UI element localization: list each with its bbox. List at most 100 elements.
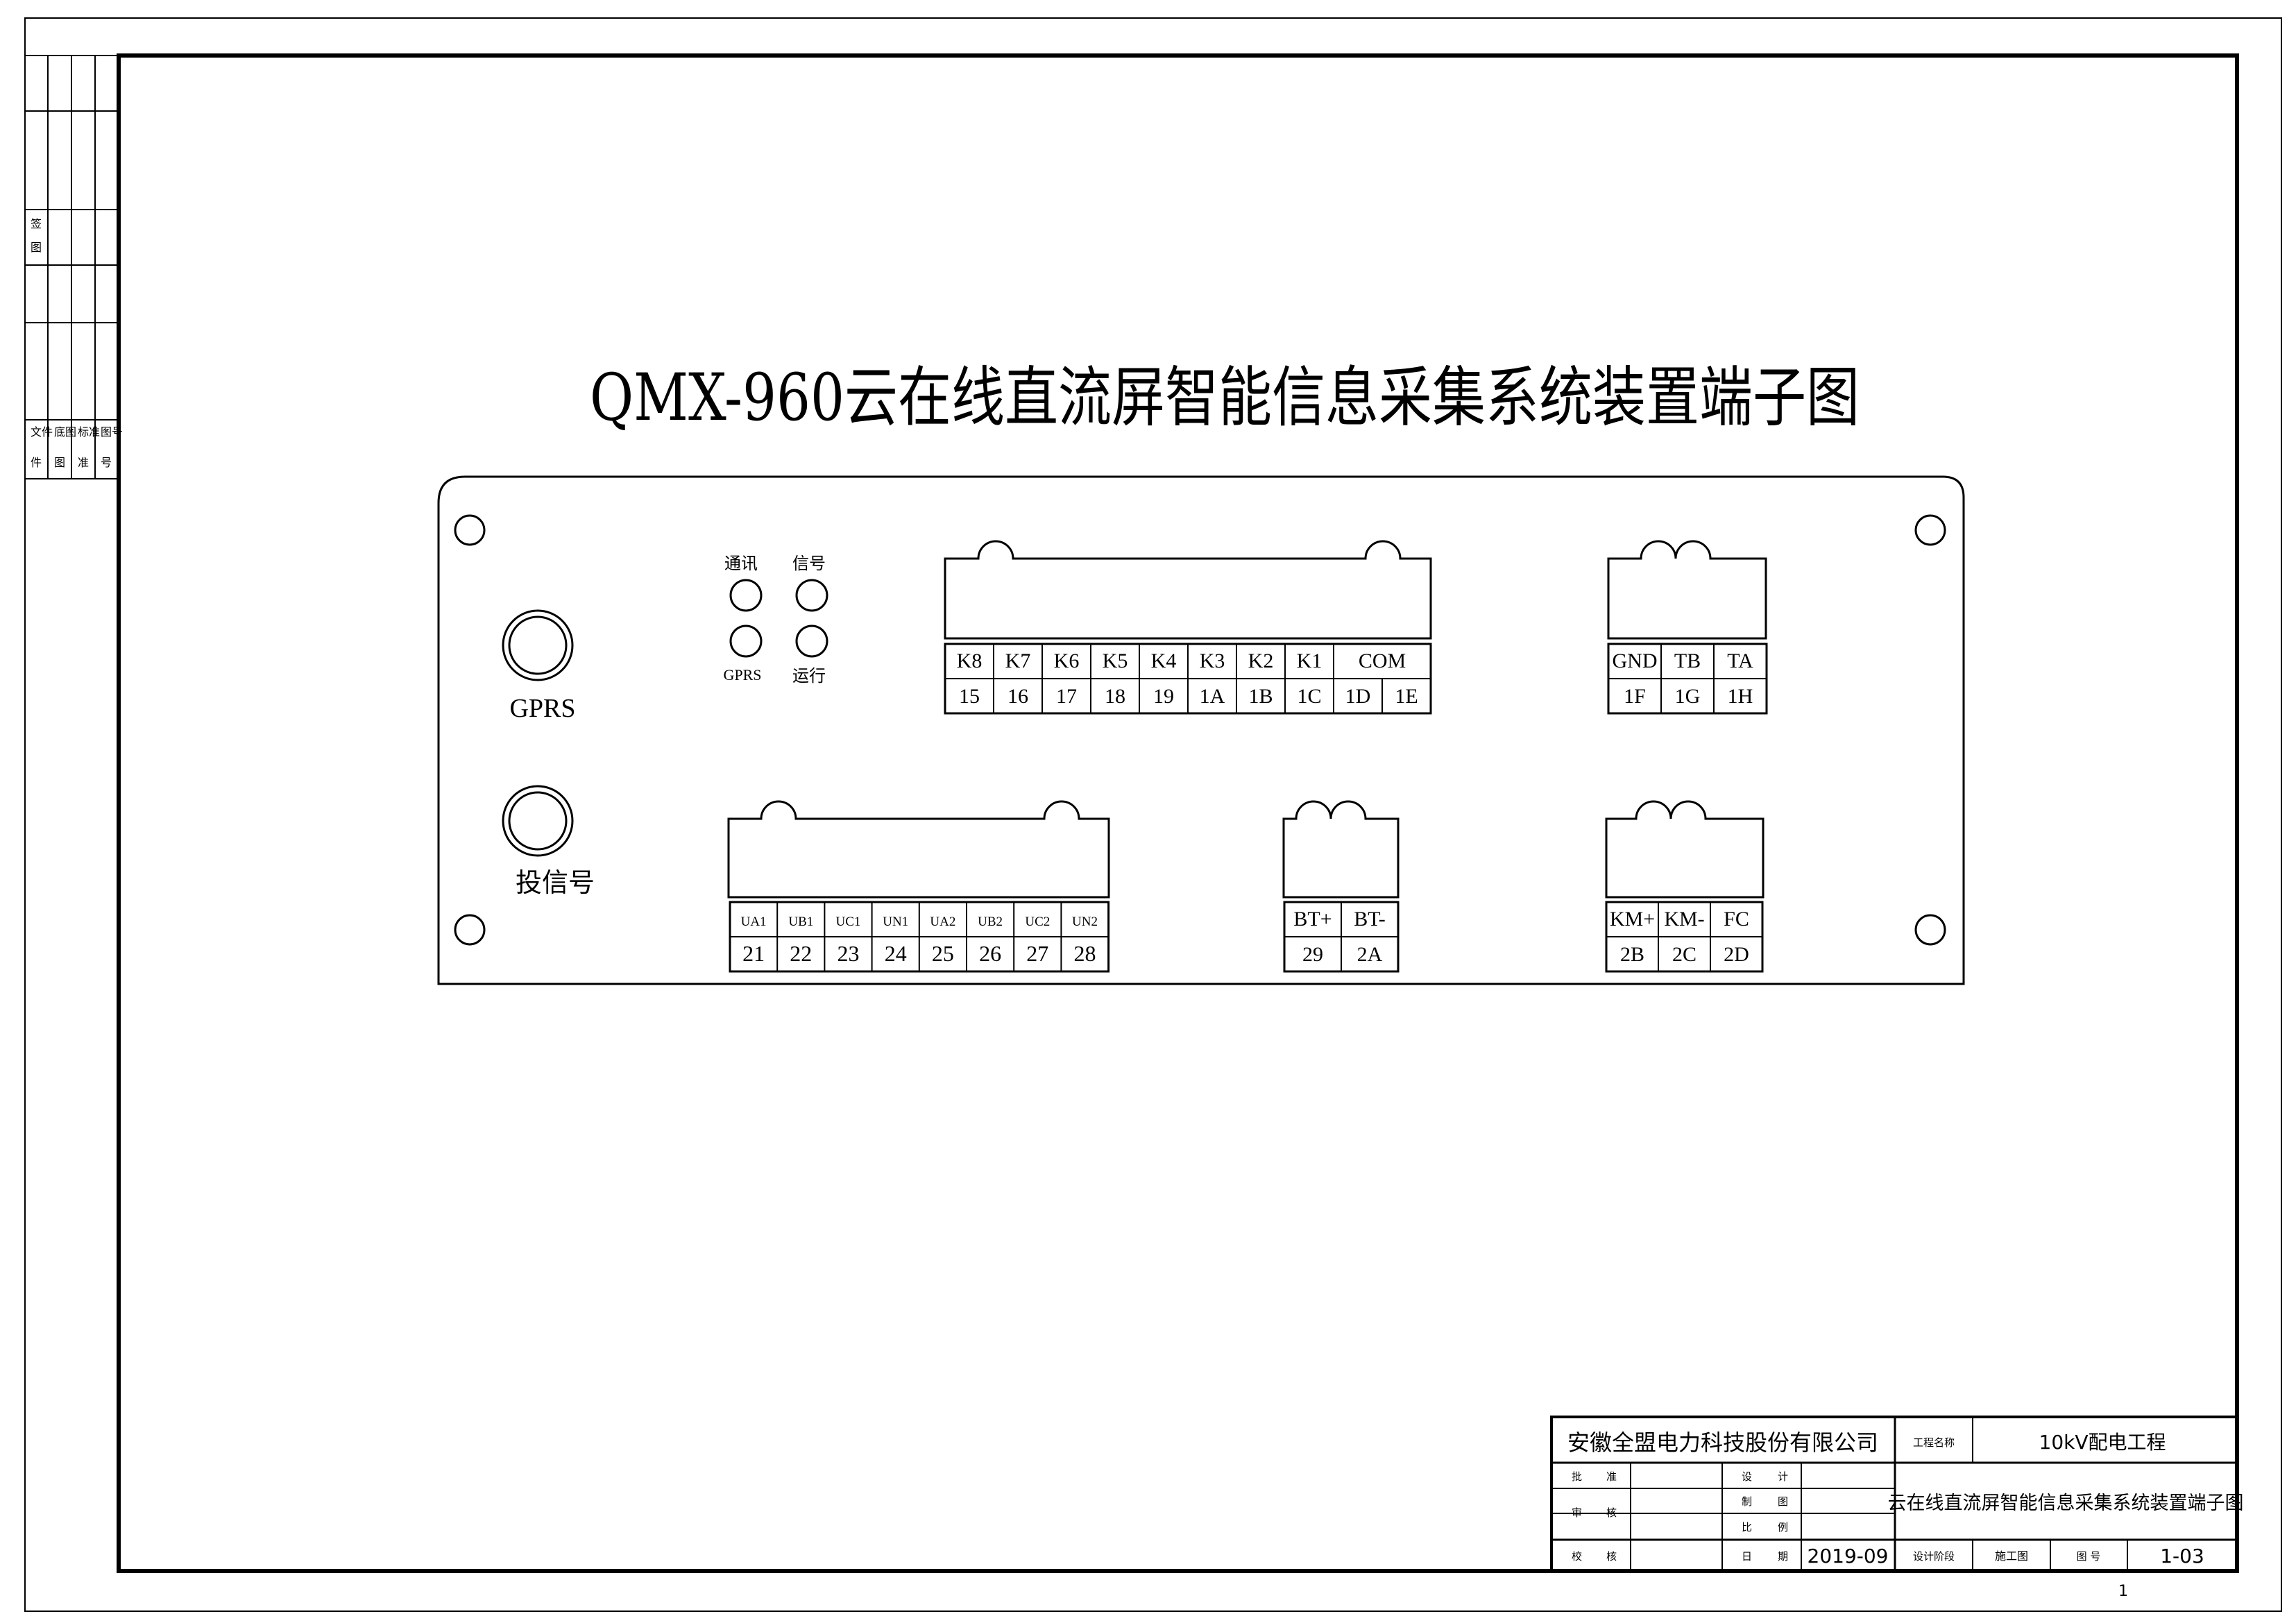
terminal-number-label: 2B (1620, 943, 1644, 966)
mounting-hole-bottom-left (454, 914, 486, 946)
terminal-signal-label: UB2 (978, 915, 1003, 929)
terminal-signal-label: UA1 (741, 915, 767, 929)
drawing-name: 云在线直流屏智能信息采集系统装置端子图 (1888, 1493, 2244, 1514)
terminal-number-label: 16 (1007, 685, 1028, 708)
inner-frame (117, 53, 2239, 1573)
device-panel (437, 475, 1965, 985)
side-text-9: 准 (78, 456, 89, 469)
side-text-6: 图号 (101, 425, 123, 439)
terminal-number-label: 17 (1056, 685, 1077, 708)
terminal-signal-label: GND (1613, 649, 1658, 672)
led-group: 通讯 信号 GPRS 运行 (723, 554, 828, 686)
mounting-hole-top-left (454, 514, 486, 546)
terminal-signal-label: UN2 (1072, 915, 1098, 929)
row-label: 期 (1778, 1550, 1788, 1563)
terminal-signal-label: K5 (1103, 649, 1128, 672)
side-text-3: 文件 (31, 425, 53, 439)
row-label: 比 (1742, 1521, 1752, 1533)
terminal-signal-label: K2 (1248, 649, 1274, 672)
terminal-signal-label: K6 (1054, 649, 1080, 672)
terminal-signal-label: K3 (1200, 649, 1225, 672)
terminal-number-label: 24 (885, 941, 907, 966)
outer-border (24, 17, 2282, 1612)
drawing-title: QMX-960云在线直流屏智能信息采集系统装置端子图 (590, 360, 1860, 436)
terminal-number-label: 18 (1105, 685, 1125, 708)
terminal-signal-label: K8 (957, 649, 983, 672)
terminal-signal-label: UC1 (836, 915, 861, 929)
page-number: 1 (2118, 1583, 2128, 1600)
led-label-run: 运行 (792, 666, 826, 686)
led-label-signal: 信号 (792, 554, 826, 573)
toss-signal-button (502, 785, 574, 857)
terminal-signal-label: UN1 (883, 915, 908, 929)
toss-signal-label: 投信号 (516, 867, 595, 898)
terminal-number-label: 2C (1672, 943, 1697, 966)
connector-housings (727, 540, 1767, 899)
side-text-8: 图 (54, 456, 65, 469)
row-label: 设 (1742, 1470, 1752, 1483)
row-label: 准 (1606, 1470, 1617, 1483)
terminal-signal-label: BT- (1354, 908, 1386, 931)
terminal-number-label: 1D (1345, 685, 1371, 708)
terminal-signal-label: TA (1727, 649, 1753, 672)
terminal-number-label: 29 (1302, 943, 1323, 966)
terminal-number-label: 1F (1624, 685, 1646, 708)
terminal-number-label: 2A (1357, 943, 1383, 966)
terminal-signal-label: K7 (1005, 649, 1031, 672)
terminal-number-label: 1B (1248, 685, 1273, 708)
side-text-10: 号 (101, 456, 112, 469)
terminal-signal-label: UA2 (930, 915, 955, 929)
led-label-comm: 通讯 (724, 554, 758, 573)
terminal-number-label: 1A (1200, 685, 1225, 708)
terminal-signal-label: COM (1359, 649, 1406, 672)
terminal-number-label: 23 (837, 941, 860, 966)
terminal-signal-label: KM+ (1610, 908, 1655, 931)
terminal-number-label: 19 (1153, 685, 1174, 708)
side-text-5: 标准 (78, 425, 100, 439)
title-block-text: 安徽全盟电力科技股份有限公司 工程名称 10kV配电工程 云在线直流屏智能信息采… (1567, 1429, 2244, 1567)
gprs-connector (502, 609, 574, 681)
terminal-signal-label: K1 (1297, 649, 1323, 672)
stage-value: 施工图 (1995, 1549, 2028, 1563)
row-label: 核 (1606, 1506, 1617, 1519)
project-label: 工程名称 (1913, 1436, 1955, 1449)
row-label: 例 (1778, 1521, 1788, 1533)
terminal-number-label: 1E (1395, 685, 1418, 708)
terminal-number-label: 15 (959, 685, 980, 708)
terminal-number-label: 25 (932, 941, 954, 966)
drawing-date: 2019-09 (1808, 1545, 1889, 1567)
row-label: 核 (1606, 1550, 1617, 1563)
number-label: 图 号 (2077, 1550, 2101, 1563)
terminal-signal-label: UB1 (788, 915, 813, 929)
side-text-4: 底图 (54, 425, 76, 439)
terminal-number-label: 1C (1297, 685, 1321, 708)
terminal-number-label: 22 (790, 941, 812, 966)
drawing-number: 1-03 (2160, 1545, 2204, 1567)
terminal-number-label: 1G (1675, 685, 1701, 708)
binding-column (25, 55, 119, 479)
project-name: 10kV配电工程 (2039, 1431, 2166, 1454)
terminal-number-label: 26 (979, 941, 1001, 966)
mounting-hole-top-right (1914, 514, 1946, 546)
side-text-1: 签 (31, 217, 42, 230)
row-label: 审 (1572, 1506, 1582, 1519)
row-label: 校 (1572, 1550, 1582, 1563)
row-label: 日 (1742, 1550, 1752, 1563)
row-label: 批 (1572, 1470, 1582, 1483)
terminal-signal-label: UC2 (1025, 915, 1050, 929)
row-label: 图 (1778, 1495, 1788, 1508)
mounting-hole-bottom-right (1914, 914, 1946, 946)
terminal-signal-label: TB (1674, 649, 1701, 672)
terminal-number-label: 2D (1724, 943, 1749, 966)
led-gprs (729, 624, 763, 658)
led-label-gprs: GPRS (723, 666, 761, 683)
binding-column-text: 签 图 文件 底图 标准 图号 件 图 准 号 (31, 217, 123, 469)
row-label: 计 (1778, 1470, 1788, 1483)
title-block (1550, 1416, 2238, 1572)
